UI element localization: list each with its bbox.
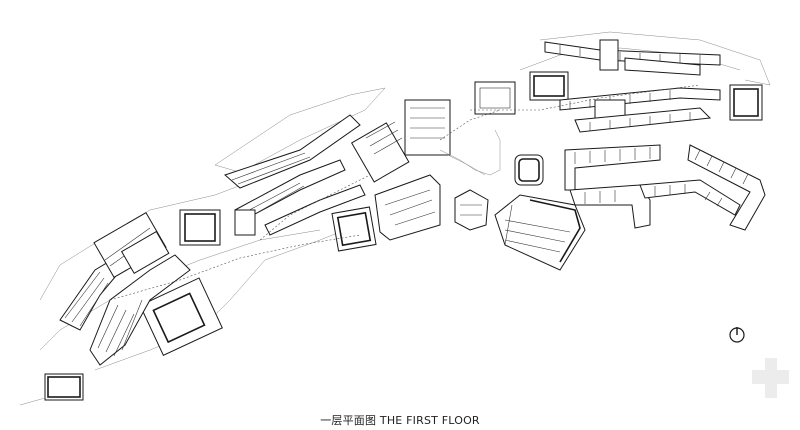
central-block bbox=[404, 81, 586, 271]
central-west-cluster bbox=[224, 114, 441, 252]
circulation-paths bbox=[109, 109, 501, 301]
north-arrow-icon bbox=[729, 327, 745, 343]
west-wing bbox=[59, 209, 223, 366]
north-wing bbox=[470, 39, 763, 133]
detached-pavilion bbox=[19, 373, 84, 406]
east-lodges bbox=[564, 144, 766, 231]
plan-caption: 一层平面图 THE FIRST FLOOR bbox=[320, 414, 480, 427]
cross-watermark-icon bbox=[752, 358, 789, 398]
